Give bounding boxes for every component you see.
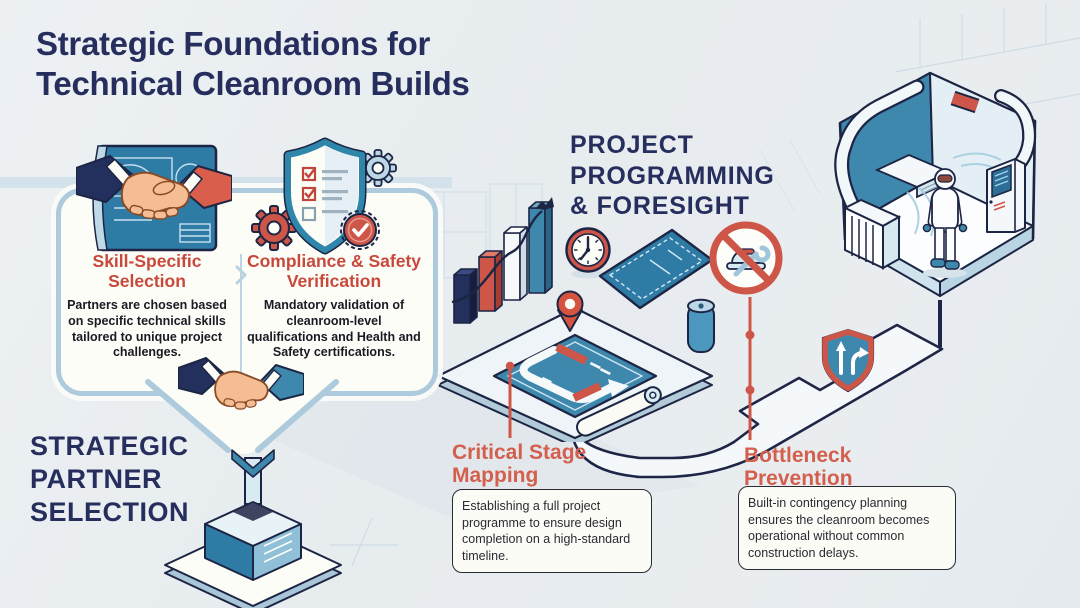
blueprint-roll-icon (598, 228, 715, 353)
no-construction-sign-icon (709, 221, 783, 295)
card-heading: Skill-Specific Selection (92, 251, 202, 291)
project-programming-heading: PROJECT PROGRAMMING & FORESIGHT (570, 130, 870, 222)
divider-chevron-icon (235, 265, 247, 285)
page-title-line2: Technical Cleanroom Builds (36, 64, 470, 102)
label-line: STRATEGIC (30, 431, 189, 461)
label-line: SELECTION (30, 496, 190, 527)
scroll-roll (576, 386, 662, 437)
cleanroom-worker (922, 168, 968, 278)
heading-line: PROJECT (570, 131, 694, 159)
route-map-icon (492, 333, 658, 419)
planning-illustration (429, 183, 715, 442)
critical-stage-mapping-heading: Critical Stage Mapping (452, 441, 587, 488)
heading-line: PROGRAMMING (570, 161, 775, 190)
card-compliance: Compliance & Safety Verification Mandato… (246, 251, 422, 361)
card-skill-selection: Skill-Specific Selection Partners are ch… (64, 251, 230, 361)
bottleneck-prevention-heading: Bottleneck Prevention (744, 444, 853, 491)
strategic-partner-selection-label: STRATEGIC PARTNER SELECTION (30, 430, 260, 529)
bird-icon (536, 197, 554, 210)
checklist-icon (301, 166, 348, 222)
critical-stage-mapping-note: Establishing a full project programme to… (452, 489, 652, 573)
card-body: Mandatory validation of cleanroom-level … (247, 298, 421, 360)
card-divider (240, 254, 242, 372)
control-screen (991, 163, 1012, 199)
label-line: PARTNER (30, 463, 163, 494)
cleanroom-illustration (834, 71, 1037, 297)
pedestal-structure (164, 449, 342, 608)
gear-icon (251, 205, 297, 251)
bar-chart-icon (453, 201, 553, 324)
control-cabinet (986, 158, 1026, 233)
clock-icon (565, 227, 611, 279)
location-pin-icon (556, 290, 584, 332)
trend-line (451, 210, 543, 304)
bottleneck-prevention-note: Built-in contingency planning ensures th… (738, 486, 956, 570)
card-body: Partners are chosen based on specific te… (67, 298, 227, 360)
heading-line: & FORESIGHT (570, 192, 750, 220)
page-title-line1: Strategic Foundations for (36, 25, 431, 62)
handshake-icon (178, 356, 304, 410)
page-title: Strategic Foundations for Technical Clea… (36, 24, 576, 103)
hvac-unit (842, 198, 902, 270)
compliance-shield-icon (251, 137, 397, 255)
detour-shield-icon (821, 328, 875, 393)
card-heading: Compliance & Safety Verification (246, 251, 422, 291)
handshake-blueprint-icon (76, 144, 232, 252)
approval-seal-icon (340, 210, 380, 250)
